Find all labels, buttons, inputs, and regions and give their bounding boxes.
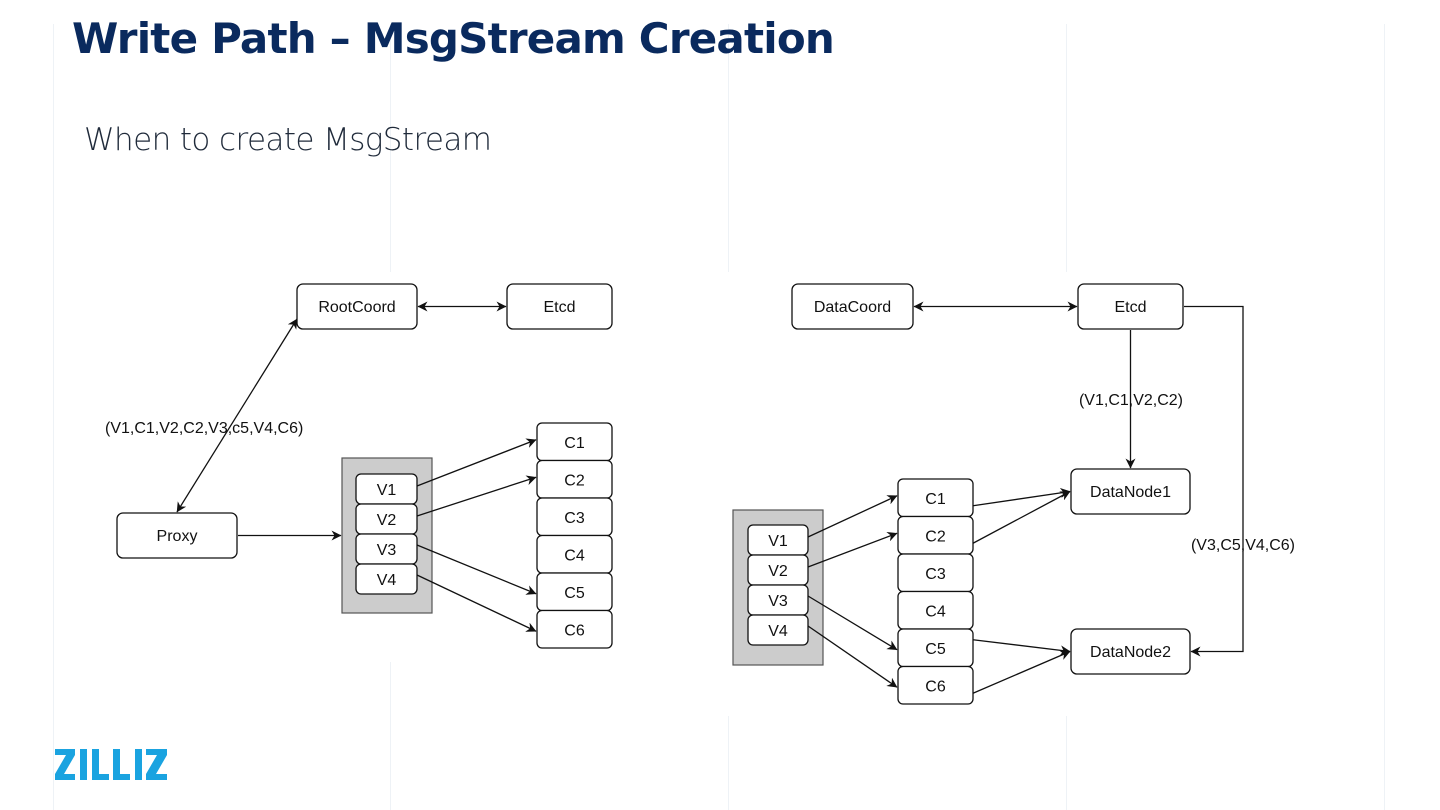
channel-label: C1 (925, 491, 946, 508)
channel-datanode-edge (972, 650, 1071, 694)
data-node1: DataNode1 (1070, 468, 1191, 515)
channel-box: C6 (897, 665, 974, 705)
guide-line (1384, 24, 1385, 810)
channel-label: C5 (925, 641, 946, 658)
datanode1-edge-label: (V1,C1,V2,C2) (1079, 392, 1183, 409)
vchannel-label: V3 (768, 593, 788, 610)
channel-label: C4 (925, 603, 946, 620)
vchannel-box: V1 (747, 524, 809, 556)
data-coord-node: DataCoord (791, 283, 914, 330)
etcd-node: Etcd (1077, 283, 1184, 330)
channel-label: C2 (564, 472, 585, 489)
data-node2: DataNode2 (1070, 628, 1191, 675)
proxy-node: Proxy (116, 512, 238, 559)
vchannel-channel-edge (416, 438, 537, 487)
vchannel-channel-edge (807, 595, 898, 651)
vchannel-box: V4 (355, 563, 418, 595)
vchannel-label: V2 (768, 563, 788, 580)
etcd-label: Etcd (1114, 299, 1146, 316)
vchannel-channel-edge (807, 625, 898, 688)
channel-box: C4 (536, 534, 613, 574)
datanode2-edge-label: (V3,C5,V4,C6) (1191, 537, 1295, 554)
channel-label: C6 (564, 622, 585, 639)
vchannel-channel-edge (416, 475, 537, 517)
channel-datanode-edge (972, 490, 1071, 544)
vchannel-channel-edge (416, 574, 537, 632)
channel-label: C6 (925, 678, 946, 695)
channel-datanode-edge (972, 487, 1071, 507)
vchannel-channel-edge (416, 544, 537, 595)
right-diagram: DataCoord Etcd DataNode1 DataNode2 (V1,C… (732, 283, 1302, 705)
vchannel-label: V3 (377, 542, 397, 559)
etcd-label: Etcd (543, 299, 575, 316)
zilliz-logo-icon (55, 749, 167, 780)
etcd-node: Etcd (506, 283, 613, 330)
vchannel-box: V2 (747, 554, 809, 586)
channel-label: C4 (564, 547, 585, 564)
etcd-datanode2-edge (1184, 305, 1244, 657)
vchannel-channel-edge (807, 495, 898, 538)
root-coord-node: RootCoord (296, 283, 418, 330)
vchannel-label: V4 (377, 572, 397, 589)
channel-label: C3 (925, 566, 946, 583)
vchannel-box: V3 (355, 533, 418, 565)
vchannel-channel-edge (807, 531, 898, 568)
proxy-rootcoord-edge (176, 318, 298, 513)
channel-box: C1 (897, 478, 974, 518)
slide-subtitle: When to create MsgStream (84, 122, 492, 158)
channel-box: C2 (897, 515, 974, 555)
channel-box: C1 (536, 422, 613, 462)
left-edge-label: (V1,C1,V2,C2,V3,c5,V4,C6) (105, 420, 303, 437)
vchannel-box: V1 (355, 473, 418, 505)
channel-box: C2 (536, 459, 613, 499)
data-node1-label: DataNode1 (1090, 484, 1171, 501)
vchannel-box: V4 (747, 614, 809, 646)
data-coord-label: DataCoord (814, 299, 891, 316)
channel-box: C6 (536, 609, 613, 649)
channel-box: C5 (536, 572, 613, 612)
vchannel-label: V4 (768, 623, 788, 640)
guide-line (53, 24, 54, 810)
vchannel-label: V2 (377, 512, 397, 529)
channel-label: C5 (564, 585, 585, 602)
proxy-label: Proxy (157, 528, 198, 545)
channel-datanode-edge (972, 639, 1071, 656)
channel-label: C2 (925, 528, 946, 545)
channel-label: C3 (564, 510, 585, 527)
left-diagram: RootCoord Etcd Proxy (V1,C1,V2,C2,V3,c5,… (105, 283, 613, 649)
vchannel-label: V1 (768, 533, 788, 550)
vchannel-box: V2 (355, 503, 418, 535)
channel-box: C3 (897, 553, 974, 593)
channel-box: C4 (897, 590, 974, 630)
root-coord-label: RootCoord (318, 299, 395, 316)
channel-box: C5 (897, 628, 974, 668)
data-node2-label: DataNode2 (1090, 644, 1171, 661)
vchannel-box: V3 (747, 584, 809, 616)
channel-box: C3 (536, 497, 613, 537)
slide-title: Write Path – MsgStream Creation (72, 14, 835, 63)
channel-label: C1 (564, 435, 585, 452)
vchannel-label: V1 (377, 482, 397, 499)
